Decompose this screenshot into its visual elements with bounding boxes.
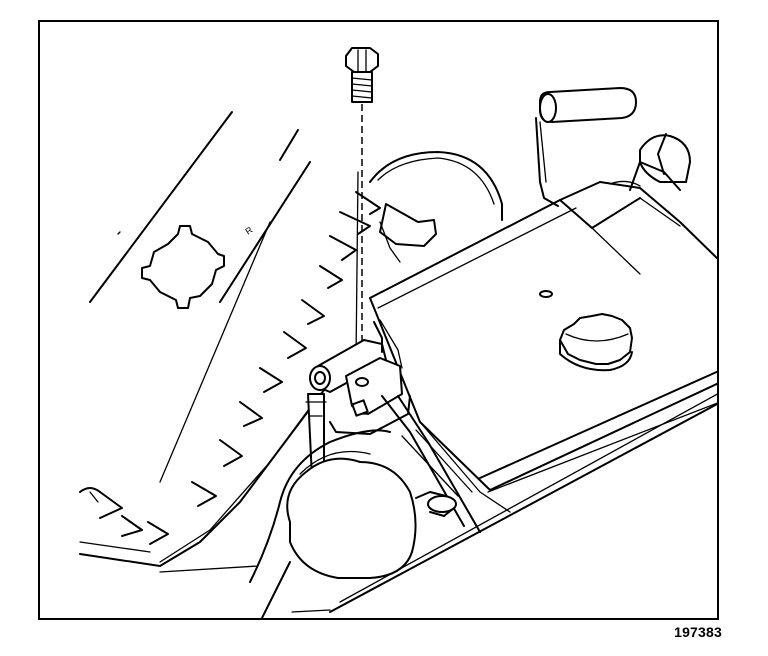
guide-rails — [381, 395, 481, 533]
figure-reference-number: 197383 — [674, 624, 722, 640]
ring-bracket — [379, 203, 437, 247]
upper-pipe — [535, 87, 637, 207]
washer-bottle — [286, 450, 457, 579]
engine-bay-illustration: R — [79, 47, 717, 618]
left-panel-outline — [89, 111, 311, 483]
mounting-bracket — [309, 319, 411, 435]
lower-contours — [159, 393, 717, 618]
lower-housing-edge — [79, 381, 331, 567]
upper-right-fitting — [609, 133, 691, 191]
mounting-bolt — [345, 47, 379, 103]
access-port-opening — [141, 225, 225, 309]
filler-cap — [559, 313, 633, 372]
mount-ring — [369, 151, 503, 221]
panel-mark: R — [243, 224, 254, 236]
illustration-frame: R — [38, 20, 719, 620]
tank-vent-hole — [539, 290, 553, 298]
reservoir-tank — [369, 181, 717, 513]
serrated-ribs — [99, 191, 381, 545]
